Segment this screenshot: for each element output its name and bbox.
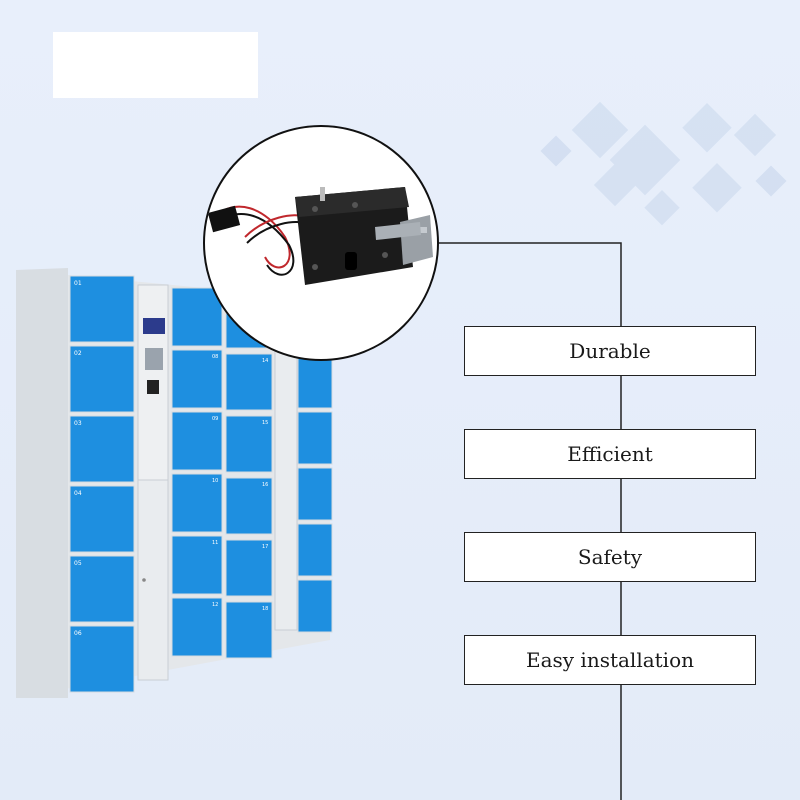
locker-door-number: 05	[74, 560, 82, 567]
locker-door	[171, 597, 223, 657]
locker-door	[171, 287, 223, 347]
feature-label: Safety	[577, 545, 643, 569]
locker-door	[225, 477, 273, 535]
locker-door	[171, 473, 223, 533]
locker-door	[171, 535, 223, 595]
locker-door	[225, 601, 273, 659]
locker-door-number: 04	[74, 490, 82, 497]
locker-door-number: 11	[212, 540, 218, 546]
locker-door-number: 06	[74, 630, 82, 637]
decorative-diamonds	[540, 101, 787, 226]
locker-door	[171, 349, 223, 409]
locker-door	[225, 415, 273, 473]
locker-door-number: 09	[212, 416, 218, 422]
locker-door	[225, 539, 273, 597]
feature-label: Durable	[569, 339, 651, 363]
feature-efficient: Efficient	[464, 429, 756, 479]
locker-door	[297, 411, 333, 465]
locker-door	[69, 345, 135, 413]
locker-door-number: 03	[74, 420, 82, 427]
locker-door	[171, 411, 223, 471]
locker-door-number: 01	[74, 280, 82, 287]
feature-label: Easy installation	[525, 648, 695, 672]
blank-label-area	[53, 32, 258, 98]
locker-door-number: 08	[212, 354, 218, 360]
cabinet-lock-icon	[207, 187, 433, 285]
locker-door	[69, 485, 135, 553]
locker-door-number: 02	[74, 350, 82, 357]
locker-door	[69, 415, 135, 483]
locker-door-number: 16	[262, 482, 268, 488]
locker-door-number: 10	[212, 478, 218, 484]
locker-door-number: 17	[262, 544, 268, 550]
feature-safety: Safety	[464, 532, 756, 582]
locker-door-number: 18	[262, 606, 268, 612]
locker-door-number: 12	[212, 602, 218, 608]
locker-door	[297, 579, 333, 633]
locker-door	[225, 353, 273, 411]
feature-easy-installation: Easy installation	[464, 635, 756, 685]
feature-durable: Durable	[464, 326, 756, 376]
locker-door	[69, 625, 135, 693]
product-lock-image	[203, 125, 439, 361]
locker-door	[69, 275, 135, 343]
locker-door	[297, 467, 333, 521]
locker-door	[69, 555, 135, 623]
locker-door-number: 14	[262, 358, 268, 364]
locker-door-number: 15	[262, 420, 268, 426]
locker-door	[297, 523, 333, 577]
feature-label: Efficient	[567, 442, 653, 466]
locker-door	[297, 355, 333, 409]
